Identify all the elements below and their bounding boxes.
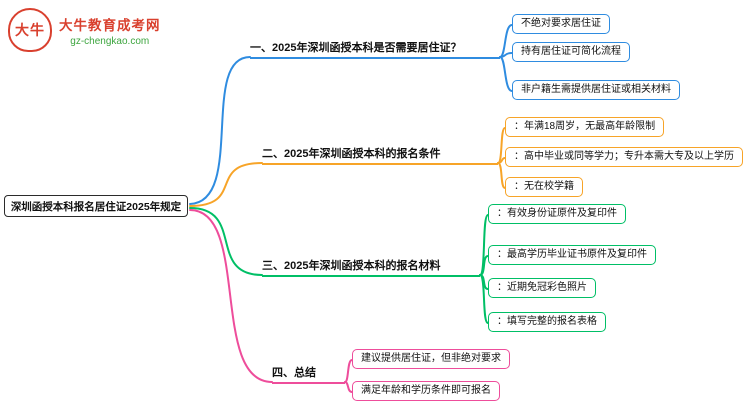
branch-3-leaf-1: ：有效身份证原件及复印件 — [488, 204, 626, 224]
branch-3-leaf-2: ：最高学历毕业证书原件及复印件 — [488, 245, 656, 265]
branch-2-connectors — [189, 127, 506, 207]
branch-2-leaf-3: ：无在校学籍 — [505, 177, 583, 197]
logo-text-block: 大牛教育成考网 gz-chengkao.com — [59, 14, 161, 47]
branch-3-leaf-4: ：填写完整的报名表格 — [488, 312, 606, 332]
branch-4-leaf-2: 满足年龄和学历条件即可报名 — [352, 381, 500, 401]
branch-1-leaf-1: 不绝对要求居住证 — [512, 14, 610, 34]
branch-1-leaf-2: 持有居住证可简化流程 — [512, 42, 630, 62]
site-domain: gz-chengkao.com — [70, 35, 150, 47]
branch-2-label: 二、2025年深圳函授本科的报名条件 — [262, 147, 498, 165]
branch-1-connectors — [189, 24, 513, 205]
branch-4-leaf-1: 建议提供居住证，但非绝对要求 — [352, 349, 510, 369]
site-logo: 大牛 大牛教育成考网 gz-chengkao.com — [8, 8, 161, 52]
branch-4-label: 四、总结 — [272, 366, 345, 384]
site-title: 大牛教育成考网 — [59, 17, 161, 33]
branch-2-leaf-2: ：高中毕业或同等学力；专升本需大专及以上学历 — [505, 147, 743, 167]
branch-1-label: 一、2025年深圳函授本科是否需要居住证？ — [250, 41, 500, 59]
branch-3-leaf-3: ：近期免冠彩色照片 — [488, 278, 596, 298]
logo-mark-text: 大牛 — [15, 22, 45, 38]
branch-2-leaf-1: ：年满18周岁，无最高年龄限制 — [505, 117, 665, 137]
root-node: 深圳函授本科报名居住证2025年规定 — [4, 195, 188, 217]
logo-cow-icon: 大牛 — [8, 8, 52, 52]
branch-3-label: 三、2025年深圳函授本科的报名材料 — [262, 259, 480, 277]
branch-1-leaf-3: 非户籍生需提供居住证或相关材料 — [512, 80, 680, 100]
branch-3-connectors — [189, 207, 489, 324]
branch-4-connectors — [189, 209, 353, 393]
